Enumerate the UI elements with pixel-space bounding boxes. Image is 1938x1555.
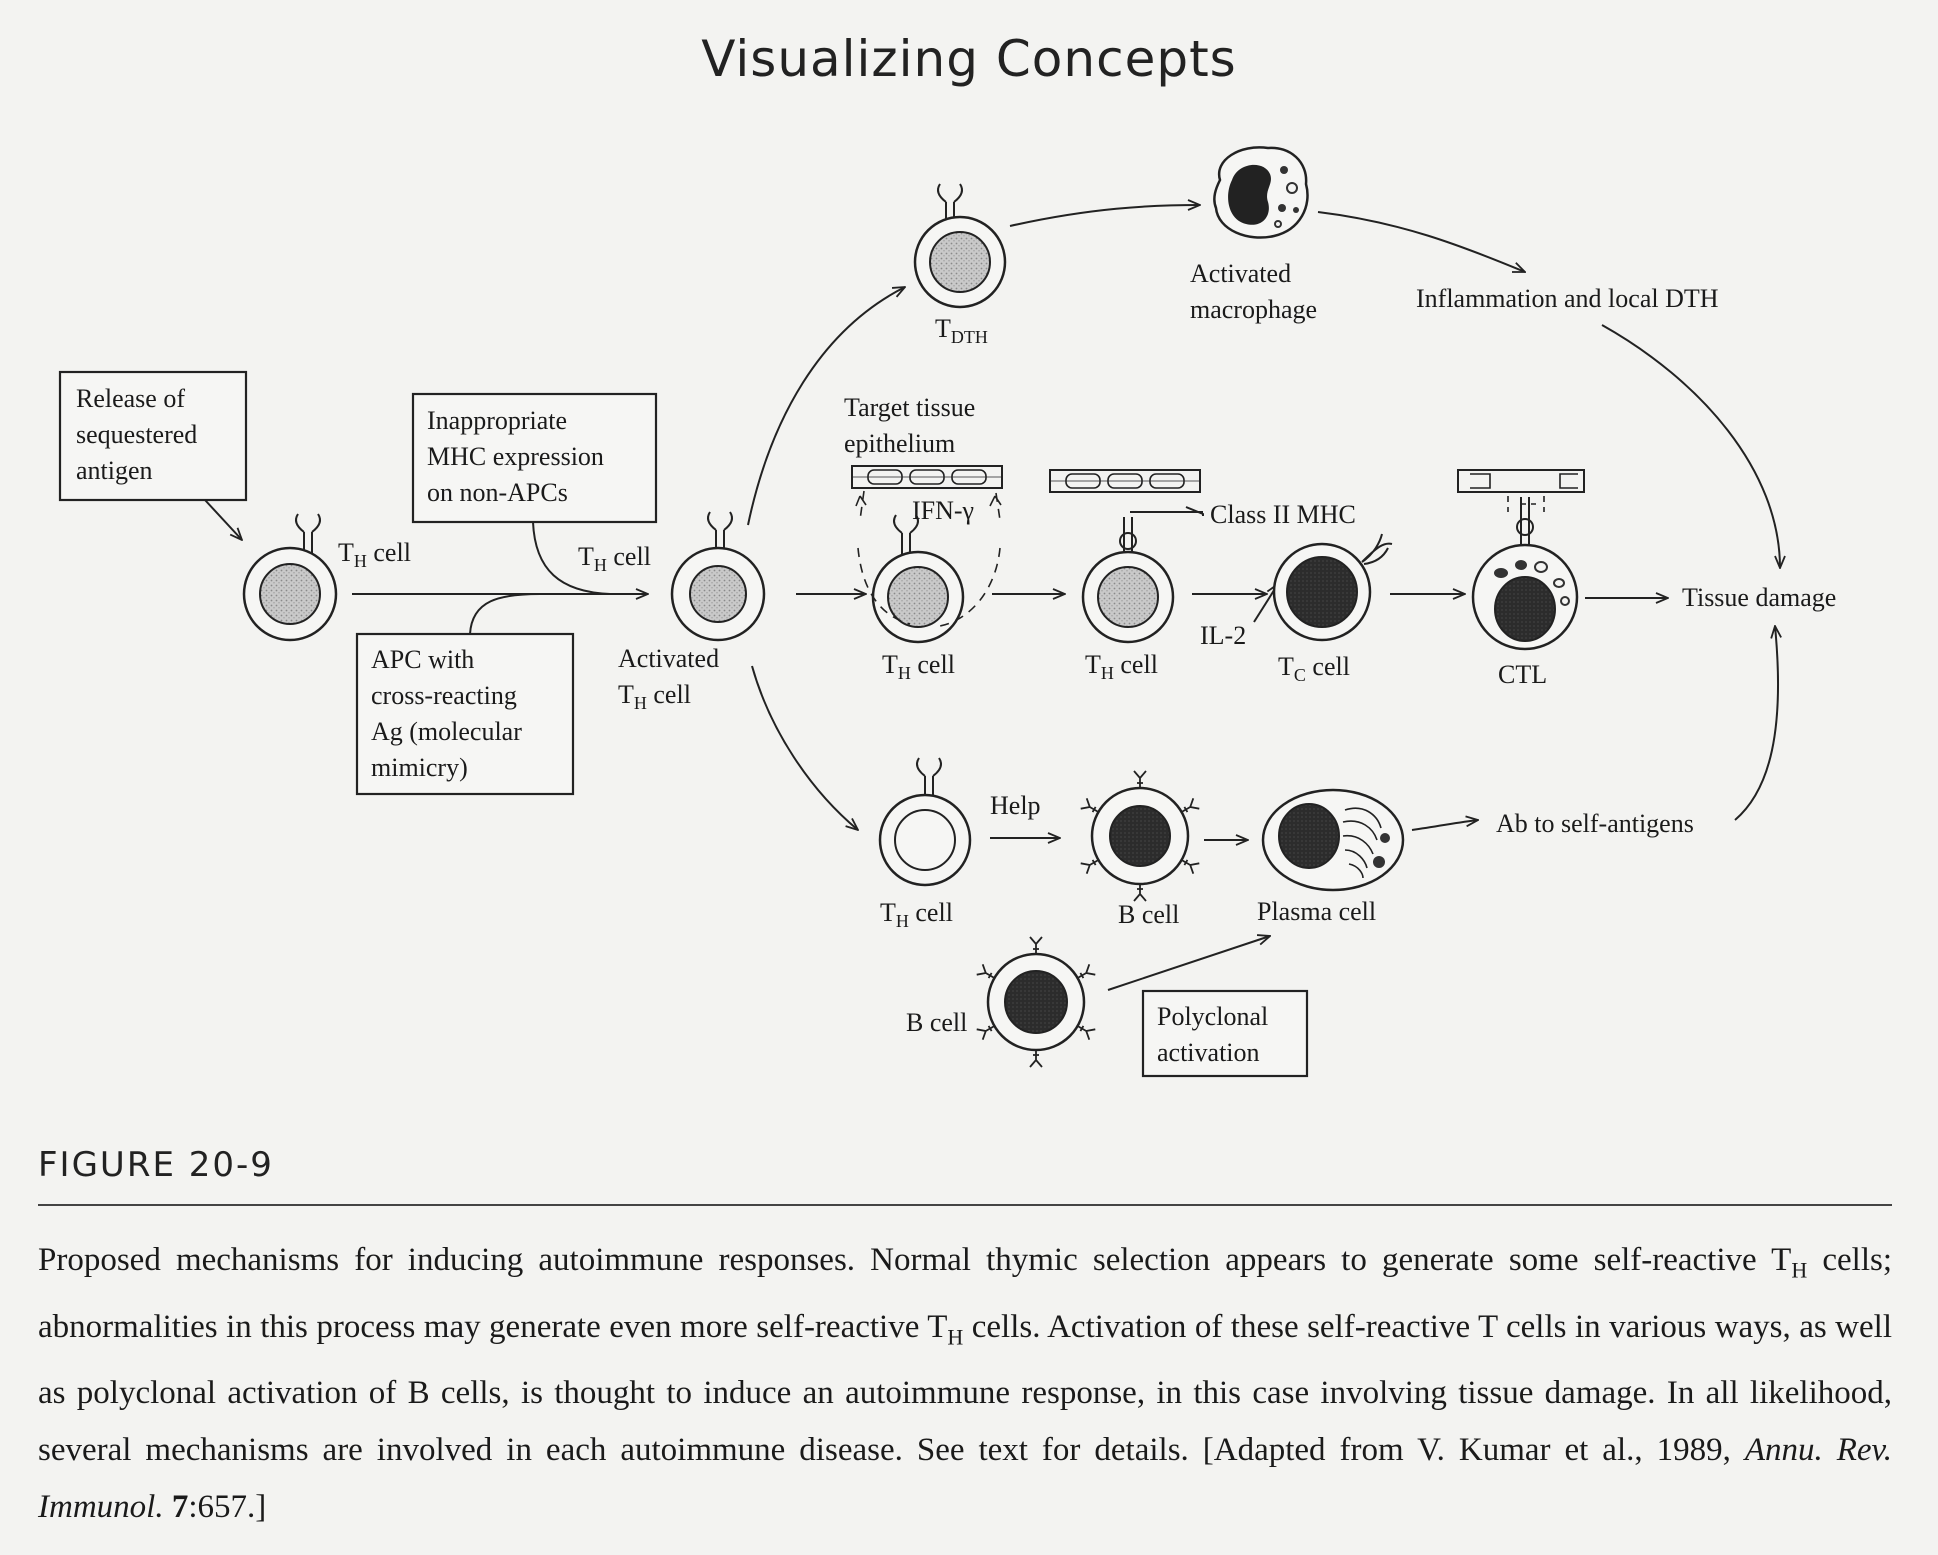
autoimmune-mechanisms-diagram: Release of sequestered antigen Inappropr… [58,146,1836,1078]
caption-subscript: H [947,1324,964,1350]
arrow-to-tdth [747,287,905,526]
label-il-2: IL-2 [1200,621,1246,650]
line-inappropriate-merge [532,521,611,595]
label-help: Help [990,791,1041,820]
label-b-cell-1: B cell [1118,900,1179,929]
label-target-tissue-2: epithelium [844,429,955,458]
label-ifn-gamma: IFN-γ [912,496,974,525]
caption-text [164,1489,172,1525]
box-text: Inappropriate [427,406,567,435]
figure-caption: Proposed mechanisms for inducing autoimm… [38,1232,1892,1536]
box-text: Ag (molecular [371,717,522,746]
caption-text: :657.] [188,1489,267,1526]
arrow-to-th-help [751,665,858,830]
activated-macrophage [1213,146,1309,239]
arrow-tdth-to-macrophage [1009,205,1200,227]
caption-journal: Annu. Rev. Immunol. [38,1432,1892,1526]
figure-divider [38,1204,1892,1206]
label-plasma-cell: Plasma cell [1257,897,1376,926]
box-text: mimicry) [371,753,468,782]
label-th-cell-5: TH cell [880,898,953,931]
box-text: APC with [371,645,474,674]
connector-arrows [204,205,1780,991]
b-cell-help [1079,770,1201,902]
box-text: activation [1157,1038,1260,1067]
label-activated-macrophage-2: macrophage [1190,295,1317,324]
label-tissue-damage: Tissue damage [1682,583,1836,612]
label-th-cell-4: TH cell [1085,650,1158,683]
label-target-tissue-1: Target tissue [844,393,975,422]
box-polyclonal-activation: Polyclonal activation [1141,989,1309,1078]
label-th-cell-activated: TH cell [618,680,691,713]
box-apc-molecular-mimicry: APC with cross-reacting Ag (molecular mi… [355,632,575,796]
label-ctl: CTL [1498,660,1547,689]
arrow-release-to-th [204,499,242,540]
box-text: MHC expression [427,442,604,471]
label-th-cell-1: TH cell [338,538,411,571]
epithelium-mhc [1049,469,1201,493]
label-class-ii-mhc: Class II MHC [1210,500,1356,529]
ctl-cell [1471,497,1579,651]
arrow-plasma-to-ab [1411,820,1478,831]
line-apc-merge [469,593,541,635]
label-inflammation: Inflammation and local DTH [1416,284,1719,313]
tc-cell [1272,533,1393,642]
arrow-polyclonal-to-plasma [1107,936,1270,991]
b-cell-polyclonal [975,936,1097,1068]
line-class2-mhc [1130,506,1204,516]
th-cell-ifn [871,514,965,644]
label-ab-self-antigens: Ab to self-antigens [1496,809,1694,838]
label-b-cell-2: B cell [906,1008,967,1037]
label-tdth: TDTH [935,314,988,347]
epithelium-ifn [851,465,1003,627]
arrow-ab-to-tissue-damage [1734,626,1778,821]
page-title: Visualizing Concepts [701,30,1237,88]
box-text: Release of [76,384,185,413]
th-cell-initial [242,513,338,642]
figure-label: FIGURE 20-9 [38,1145,274,1185]
caption-volume: 7 [171,1489,189,1526]
label-tc-cell: TC cell [1278,652,1350,685]
arrow-macrophage-to-inflammation [1317,211,1525,273]
plasma-cell [1261,788,1405,892]
tdth-cell [913,183,1007,309]
th-cell-help [878,757,972,887]
epithelium-ctl [1457,469,1585,512]
caption-text: cells; abnormalities in this process may… [38,1242,1892,1345]
label-th-cell-2: TH cell [578,542,651,575]
caption-subscript: H [1791,1257,1808,1283]
th-cell-activated [670,511,766,642]
label-activated-macrophage-1: Activated [1190,259,1291,288]
label-th-cell-3: TH cell [882,650,955,683]
box-text: cross-reacting [371,681,517,710]
caption-text: Proposed mechanisms for inducing autoimm… [38,1242,1792,1278]
caption-text: cells. Activation of these self-reactive… [38,1308,1892,1469]
box-text: antigen [76,456,153,485]
arrow-inflammation-to-tissue-damage [1601,324,1780,568]
box-text: Polyclonal [1157,1002,1268,1031]
box-inappropriate-mhc: Inappropriate MHC expression on non-APCs [411,392,658,524]
th-cell-mhc [1081,517,1175,644]
box-text: sequestered [76,420,197,449]
label-activated: Activated [618,644,719,673]
box-release-sequestered-antigen: Release of sequestered antigen [58,370,248,502]
box-text: on non-APCs [427,478,568,507]
